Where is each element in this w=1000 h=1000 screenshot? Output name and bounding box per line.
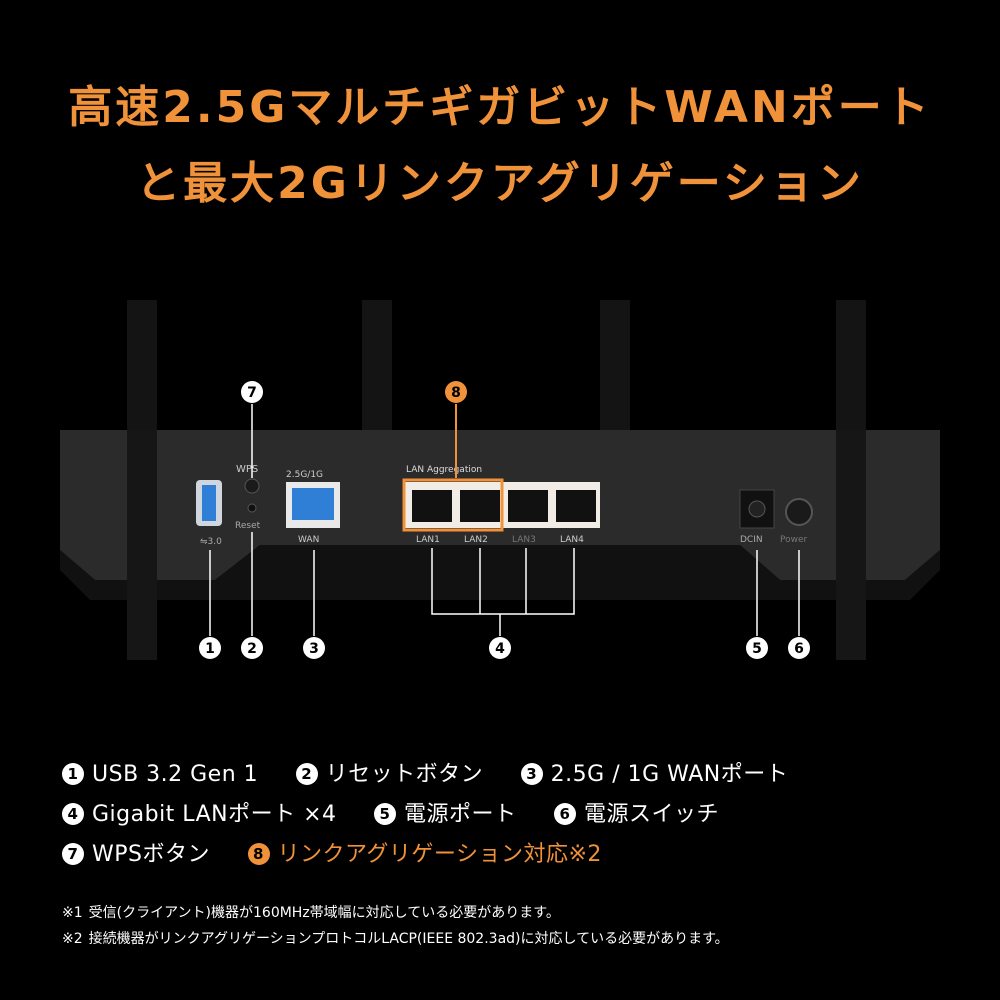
legend-row-1: 1 USB 3.2 Gen 1 2 リセットボタン 3 2.5G / 1G WANポー… [62,755,818,795]
router-rear-panel-illustration: ⇋3.0 WPS Reset 2.5G/1G WAN LAN Aggregati… [60,300,940,660]
lan1-label: LAN1 [416,535,440,545]
svg-text:8: 8 [451,385,461,401]
callout-1 [199,637,221,659]
legend-num-3: 3 [520,763,543,785]
legend-text-3: 2.5G / 1G WANポート [550,762,789,787]
svg-text:6: 6 [794,641,804,657]
legend-num-1: 1 [62,763,84,785]
legend-item-2: 2 リセットボタン [295,755,484,795]
legend-row-2: 4 Gigabit LANポート ×4 5 電源ポート 6 電源スイッチ [62,795,818,835]
usb-label: ⇋3.0 [200,537,222,547]
legend-text-6: 電源スイッチ [584,802,720,827]
footnote-1-mark: ※1 [62,905,83,921]
legend-text-1: USB 3.2 Gen 1 [92,762,259,787]
legend-item-4: 4 Gigabit LANポート ×4 [62,795,337,835]
svg-text:1: 1 [205,641,215,657]
lan3-label: LAN3 [512,535,536,545]
headline-line-1: 高速2.5GマルチギガビットWANポート [68,82,932,133]
reset-label: Reset [235,521,261,531]
lan4-label: LAN4 [560,535,584,545]
svg-text:3: 3 [309,641,319,657]
footnote-2-text: 接続機器がリンクアグリゲーションプロトコルLACP(IEEE 802.3ad)に… [88,931,729,947]
svg-text:2: 2 [247,641,257,657]
legend-item-8: 8 リンクアグリゲーション対応※2 [247,835,602,875]
legend-num-8: 8 [247,843,270,865]
legend-text-8: リンクアグリゲーション対応※2 [277,842,602,867]
legend-item-7: 7 WPSボタン [62,835,210,875]
legend-num-2: 2 [295,763,318,785]
svg-text:5: 5 [752,641,762,657]
legend-row-3: 7 WPSボタン 8 リンクアグリゲーション対応※2 [62,835,818,875]
legend-text-5: 電源ポート [404,802,517,827]
legend-num-6: 6 [554,803,577,825]
headline-line-2: と最大2Gリンクアグリゲーション [136,158,864,209]
wps-button [244,478,260,494]
lan-aggregation-highlight [402,478,504,532]
lan-port-2 [460,490,500,522]
legend-text-7: WPSボタン [92,842,210,867]
wan-label: WAN [298,535,319,545]
power-label: Power [780,535,808,545]
power-button [785,498,813,526]
wan-top-label: 2.5G/1G [286,470,323,480]
callout-3 [303,637,325,659]
legend-text-4: Gigabit LANポート ×4 [92,802,337,827]
svg-text:7: 7 [247,385,257,401]
lan-port-1 [412,490,452,522]
router-base [60,545,940,600]
footnote-1-text: 受信(クライアント)機器が160MHz帯域幅に対応している必要があります。 [88,905,560,921]
legend: 1 USB 3.2 Gen 1 2 リセットボタン 3 2.5G / 1G WANポー… [62,755,818,875]
lan2-label: LAN2 [464,535,488,545]
callout-7 [241,381,263,403]
callout-2 [241,637,263,659]
footnote-2-mark: ※2 [62,931,83,947]
legend-text-2: リセットボタン [325,762,484,787]
legend-item-5: 5 電源ポート [374,795,517,835]
legend-item-6: 6 電源スイッチ [554,795,719,835]
reset-button [247,503,257,513]
legend-item-1: 1 USB 3.2 Gen 1 [62,755,258,795]
svg-text:4: 4 [495,641,505,657]
lan-port-3 [508,490,548,522]
legend-item-3: 3 2.5G / 1G WANポート [520,755,789,795]
callout-5 [746,637,768,659]
lan-aggregation-label: LAN Aggregation [406,465,482,475]
callout-8 [445,381,467,403]
callout-4 [489,637,511,659]
lan-port-4 [556,490,596,522]
legend-num-5: 5 [374,803,396,825]
wps-label: WPS [236,464,258,475]
callout-6 [788,637,810,659]
footnote-2: ※2 接続機器がリンクアグリゲーションプロトコルLACP(IEEE 802.3ad… [62,926,735,952]
legend-num-4: 4 [62,803,84,825]
footnote-1: ※1 受信(クライアント)機器が160MHz帯域幅に対応している必要があります。 [62,900,735,926]
legend-num-7: 7 [62,843,84,865]
dcin-label: DCIN [740,535,763,545]
headline: 高速2.5GマルチギガビットWANポート と最大2Gリンクアグリゲーション [0,70,1000,222]
